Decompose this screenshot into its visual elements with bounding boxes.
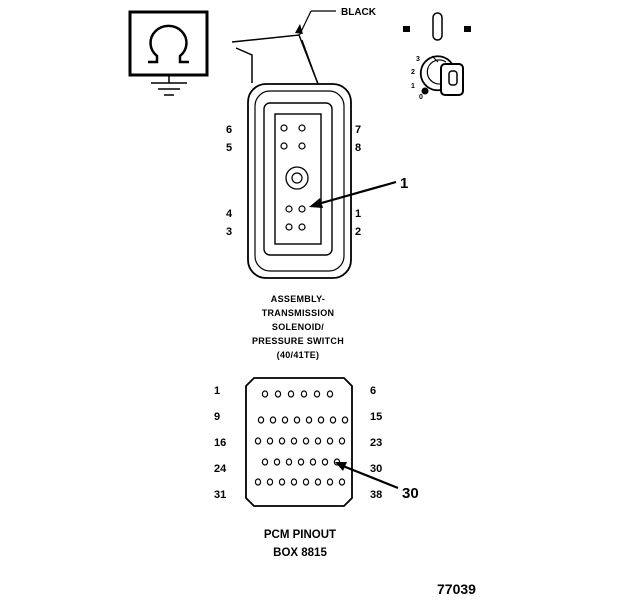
solenoid-pin-3-label: 3 (226, 226, 232, 238)
pcm-pin-grid (254, 390, 349, 486)
pcm-pin-hole (297, 458, 305, 466)
pcm-row-label-right-3: 23 (370, 437, 382, 449)
wire-harness (231, 10, 336, 85)
pcm-pin-hole (261, 458, 269, 466)
pcm-callout-number: 30 (402, 485, 419, 502)
solenoid-caption-line-1: ASSEMBLY- (271, 294, 325, 304)
pcm-pin-hole (269, 416, 277, 424)
pcm-pin-hole (254, 478, 262, 486)
solenoid-pin-5-label: 5 (226, 142, 232, 154)
pcm-pin-hole (257, 416, 265, 424)
pcm-pin-hole (274, 390, 282, 398)
ignition-position-1: 1 (411, 83, 415, 90)
pcm-pin-hole (326, 478, 334, 486)
pcm-row-label-right-5: 38 (370, 489, 382, 501)
pcm-row-label-left-5: 31 (214, 489, 226, 501)
solenoid-connector (247, 83, 352, 279)
solenoid-pin-7-label: 7 (355, 124, 361, 136)
key-icon (440, 63, 464, 96)
ignition-position-0: 0 (419, 94, 423, 101)
pcm-row-label-left-1: 1 (214, 385, 220, 397)
pcm-pin-hole (278, 437, 286, 445)
pcm-row-label-left-3: 16 (214, 437, 226, 449)
ignition-position-2: 2 (411, 69, 415, 76)
ohm-ground-icon (128, 10, 209, 96)
pcm-pin-hole (326, 437, 334, 445)
pcm-pin-hole (278, 478, 286, 486)
solenoid-caption-line-4: PRESSURE SWITCH (252, 336, 344, 346)
solenoid-pin-4-label: 4 (226, 208, 233, 220)
solenoid-caption-line-2: TRANSMISSION (262, 308, 335, 318)
pcm-pin-hole (300, 390, 308, 398)
callout-arrow-30 (335, 462, 399, 490)
solenoid-pin-6-label: 6 (226, 124, 232, 136)
pcm-caption-line-2: BOX 8815 (273, 547, 327, 559)
wire-color-label: BLACK (341, 7, 377, 18)
pcm-pin-hole (338, 478, 346, 486)
solenoid-pin-1-label: 1 (355, 208, 361, 220)
pcm-pin-hole (314, 478, 322, 486)
ignition-switch-icon (403, 12, 471, 95)
pcm-pin-hole (287, 390, 295, 398)
pcm-row-label-left-4: 24 (214, 463, 227, 475)
pcm-pin-hole (273, 458, 281, 466)
pcm-connector (245, 377, 353, 507)
solenoid-caption-line-5: (40/41TE) (277, 350, 320, 360)
pcm-pin-hole (326, 390, 334, 398)
pcm-pin-hole (293, 416, 301, 424)
pcm-caption-line-1: PCM PINOUT (264, 529, 336, 541)
pcm-row-label-right-2: 15 (370, 411, 382, 423)
pcm-pin-hole (338, 437, 346, 445)
pcm-pin-hole (285, 458, 293, 466)
pcm-pin-hole (313, 390, 321, 398)
figure-number: 77039 (437, 581, 476, 597)
pcm-pin-hole (341, 416, 349, 424)
pcm-pin-hole (266, 478, 274, 486)
pcm-pin-hole (302, 478, 310, 486)
pcm-pin-hole (290, 478, 298, 486)
callout-arrow-1 (309, 180, 397, 208)
solenoid-caption-line-3: SOLENOID/ (272, 322, 324, 332)
pcm-pin-hole (302, 437, 310, 445)
pcm-pin-hole (317, 416, 325, 424)
pcm-pin-hole (266, 437, 274, 445)
solenoid-pin-8-label: 8 (355, 142, 361, 154)
pcm-pin-hole (305, 416, 313, 424)
ignition-position-3: 3 (416, 56, 420, 63)
pcm-pin-hole (314, 437, 322, 445)
pcm-row-label-right-1: 6 (370, 385, 376, 397)
pcm-row-label-left-2: 9 (214, 411, 220, 423)
solenoid-callout-number: 1 (400, 175, 408, 192)
solenoid-pin-2-label: 2 (355, 226, 361, 238)
pcm-pin-hole (290, 437, 298, 445)
pcm-pin-hole (281, 416, 289, 424)
pcm-pin-hole (329, 416, 337, 424)
pcm-row-label-right-4: 30 (370, 463, 382, 475)
pcm-pin-hole (309, 458, 317, 466)
pcm-pin-hole (261, 390, 269, 398)
pcm-pin-hole (254, 437, 262, 445)
pcm-pin-hole (321, 458, 329, 466)
